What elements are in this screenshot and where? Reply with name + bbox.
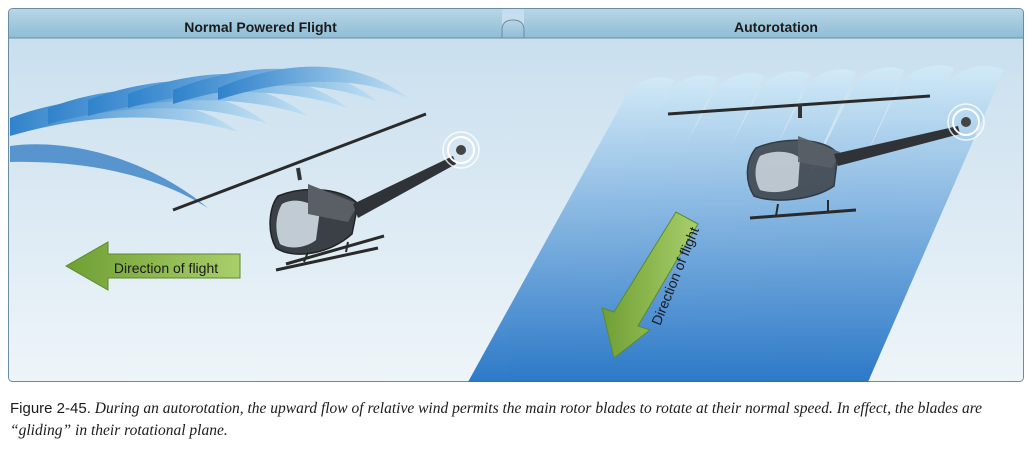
caption-label: Figure 2-45. — [10, 400, 91, 417]
left-header-bar — [9, 9, 502, 38]
right-header-bar — [524, 9, 1023, 38]
airflow-swirls-left — [10, 66, 408, 208]
direction-label-left: Direction of flight — [113, 260, 219, 276]
header-notch — [501, 19, 525, 39]
panel-title-autorotation: Autorotation — [734, 19, 818, 35]
figure-panel: Normal Powered Flight Autorotation Direc… — [8, 8, 1024, 382]
direction-arrow-right — [601, 211, 699, 359]
caption-text: During an autorotation, the upward flow … — [10, 400, 983, 439]
helicopter-left — [172, 112, 480, 272]
illustration — [8, 8, 1024, 382]
helicopter-right — [667, 94, 985, 220]
figure-caption: Figure 2-45. During an autorotation, the… — [10, 398, 1026, 442]
direction-arrow-left — [64, 241, 241, 291]
panel-title-normal-flight: Normal Powered Flight — [184, 19, 337, 35]
